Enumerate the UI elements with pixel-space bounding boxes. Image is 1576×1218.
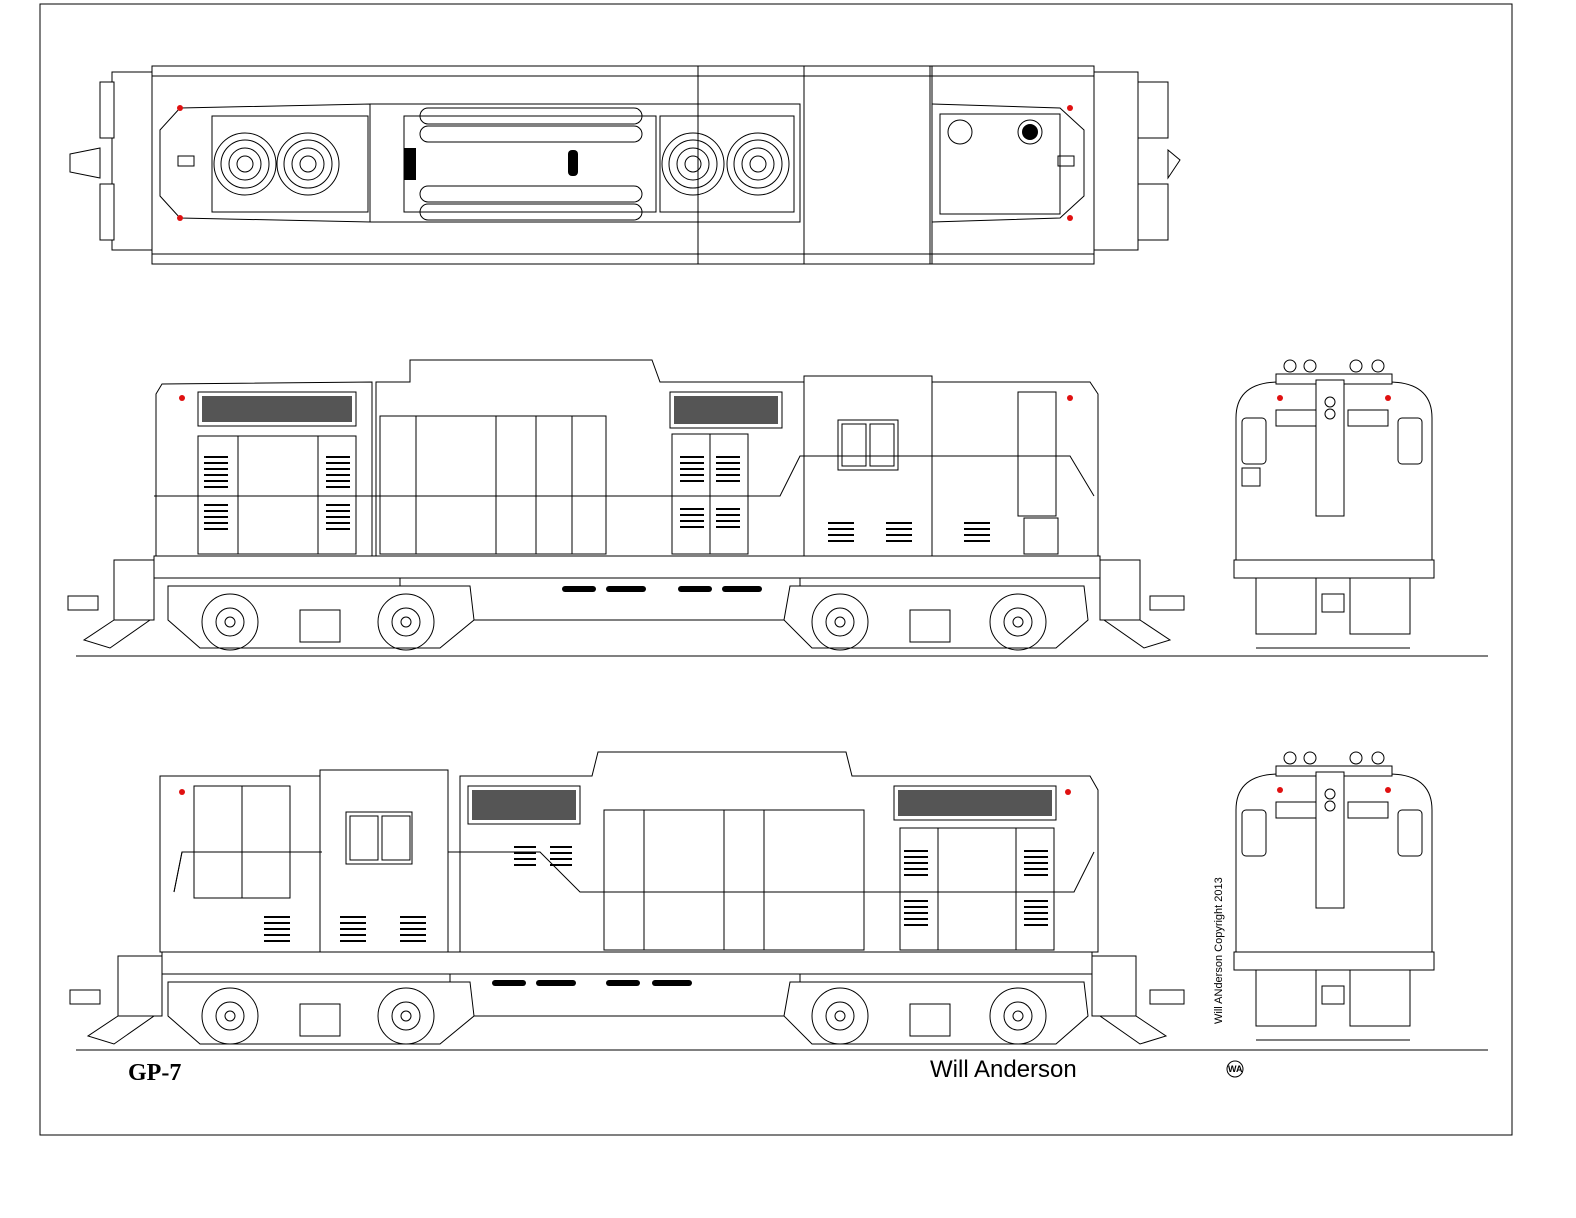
front-end-view [1180,359,1488,657]
drawing-title: GP-7 [128,1060,181,1086]
author-logo-text: WA [1228,1064,1243,1074]
right-side-elevation [69,751,1488,1051]
copyright-notice: Will ANderson Copyright 2013 [1213,877,1225,1024]
author-name: Will Anderson [930,1056,1077,1083]
rear-end-view [1233,751,1435,1041]
sheet-border [39,3,1513,1136]
left-side-elevation [67,359,1488,657]
top-view [69,65,1181,265]
author-logo: WA [1226,1060,1244,1078]
